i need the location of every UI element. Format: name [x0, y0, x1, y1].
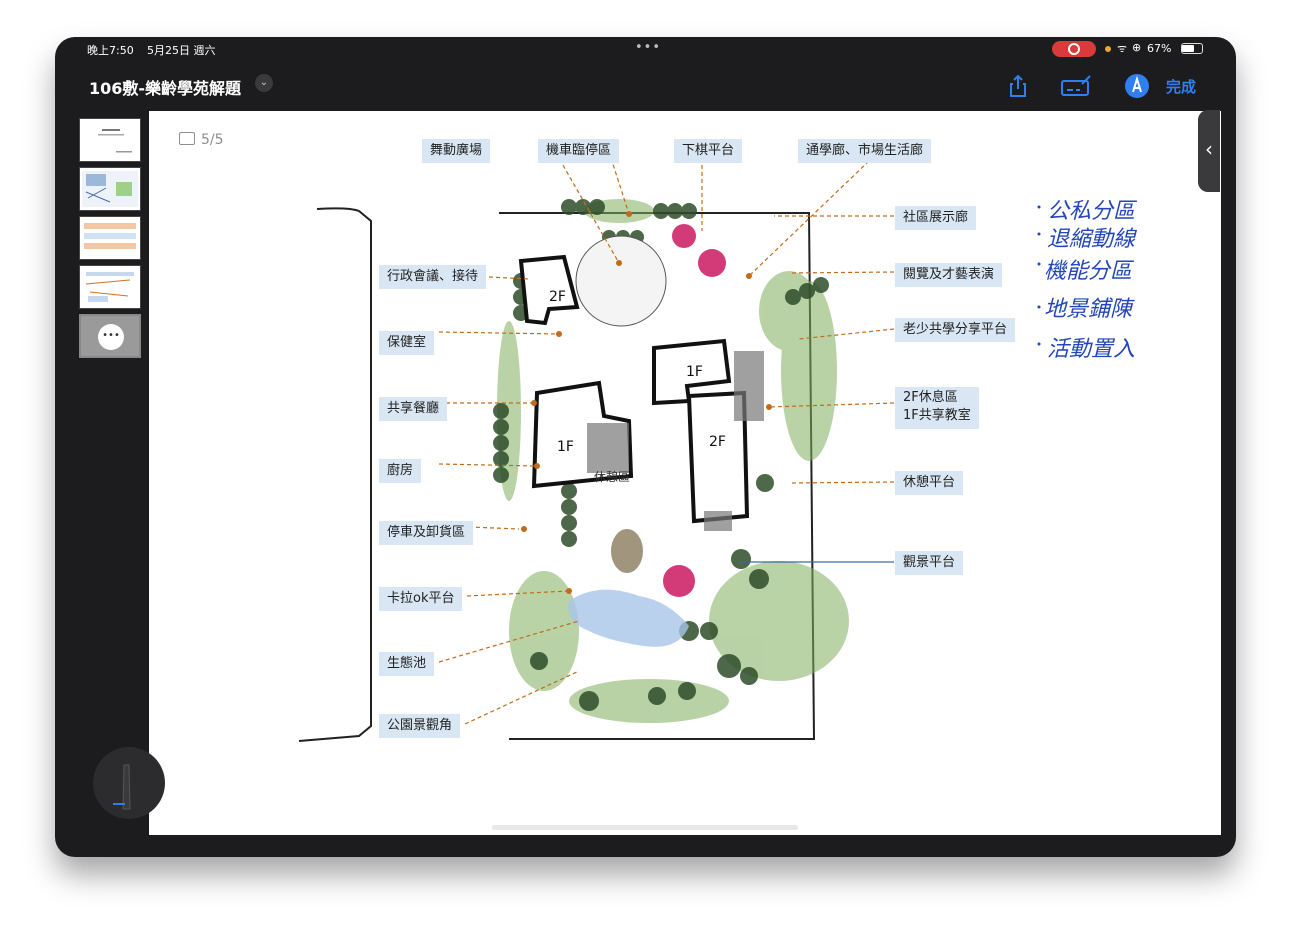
sidebar-toggle-icon	[179, 132, 195, 145]
label-dance-plaza: 舞動廣場	[422, 139, 491, 163]
page-thumbnail-sidebar: •••	[71, 111, 149, 841]
label-park-corner: 公園景觀角	[379, 714, 461, 738]
label-school-corridor: 通學廊、市場生活廊	[798, 139, 932, 163]
pencil-icon	[113, 764, 131, 810]
record-icon	[1068, 43, 1080, 55]
page-thumbnail[interactable]	[79, 216, 141, 260]
chevron-left-icon: ‹	[1205, 137, 1213, 161]
toolbar-toggle-icon[interactable]	[1060, 72, 1092, 100]
floor-mark: 1F	[557, 439, 574, 455]
status-bar: 晚上7:50 5月25日 週六 ••• ᯤ ⊕ 67%	[55, 37, 1236, 61]
status-time: 晚上7:50	[87, 44, 134, 57]
toolbar: 106敷-樂齡學苑解題 ⌄ 完成	[55, 61, 1236, 111]
label-reading-performance: 閱覽及才藝表演	[895, 263, 1003, 287]
battery-percent: 67%	[1147, 42, 1172, 55]
ipad-frame: 晚上7:50 5月25日 週六 ••• ᯤ ⊕ 67% 106敷-樂齡學苑解題 …	[55, 37, 1236, 857]
page-number: 5/5	[201, 132, 224, 148]
label-rest-platform: 休憩平台	[895, 471, 964, 495]
page-thumbnail-selected[interactable]: •••	[79, 314, 141, 358]
mic-indicator-icon	[1105, 46, 1111, 52]
greenery	[497, 199, 849, 723]
page-thumbnail[interactable]	[79, 265, 141, 309]
orientation-lock-icon: ⊕	[1132, 41, 1142, 54]
page-indicator[interactable]: 5/5	[179, 132, 224, 148]
page-thumbnail[interactable]	[79, 167, 141, 211]
thumbnail-preview	[84, 223, 136, 249]
chevron-down-icon[interactable]: ⌄	[255, 74, 273, 92]
label-community-gallery: 社區展示廊	[895, 206, 977, 230]
thumbnail-preview	[98, 129, 132, 153]
floor-marks: 2F 1F 1F 2F	[549, 289, 726, 455]
home-indicator[interactable]	[492, 825, 798, 830]
floor-mark: 2F	[709, 434, 726, 450]
label-karaoke-platform: 卡拉ok平台	[379, 587, 463, 611]
site-plan-sketch: 2F 1F 1F 2F 休憩區	[298, 152, 1041, 742]
handwritten-note[interactable]: 機能分區	[1044, 259, 1133, 284]
document-title[interactable]: 106敷-樂齡學苑解題	[89, 79, 242, 98]
label-kitchen: 廚房	[379, 459, 422, 483]
leader-dots	[521, 211, 772, 594]
label-parking-loading: 停車及卸貨區	[379, 521, 474, 545]
handwritten-note[interactable]: 地景鋪陳	[1044, 297, 1133, 322]
label-line: 1F共享教室	[903, 408, 971, 423]
sketch-text: 休憩區	[594, 469, 630, 484]
label-viewing-platform: 觀景平台	[895, 551, 964, 575]
floor-mark: 2F	[549, 289, 566, 305]
floor-mark: 1F	[686, 364, 703, 380]
battery-icon	[1181, 43, 1203, 54]
pen-tool-icon[interactable]	[1123, 72, 1151, 100]
label-learning-platform: 老少共學分享平台	[895, 318, 1016, 342]
handwritten-note[interactable]: 公私分區	[1047, 199, 1136, 224]
handwritten-note[interactable]: 活動置入	[1047, 337, 1136, 362]
handwritten-note[interactable]: 退縮動線	[1047, 227, 1136, 252]
label-rest-classroom: 2F休息區 1F共享教室	[895, 387, 979, 429]
stairs	[587, 351, 764, 531]
share-icon[interactable]	[1004, 72, 1032, 100]
battery-level	[1182, 45, 1195, 52]
thumbnail-preview	[85, 272, 134, 302]
thumbnail-preview	[82, 171, 138, 207]
label-line: 2F休息區	[903, 390, 958, 405]
pencil-palette-button[interactable]	[93, 747, 165, 819]
wifi-icon: ᯤ	[1117, 42, 1128, 55]
ecological-pond	[568, 589, 689, 647]
label-health-room: 保健室	[379, 331, 435, 355]
status-date: 5月25日 週六	[147, 44, 216, 57]
leader-lines	[438, 152, 895, 725]
flowering-trees	[663, 224, 726, 597]
more-icon[interactable]: •••	[98, 324, 124, 350]
page-thumbnail[interactable]	[79, 118, 141, 162]
label-scooter-parking: 機車臨停區	[538, 139, 620, 163]
bullet-marks	[1037, 205, 1041, 346]
screen-record-indicator[interactable]	[1052, 41, 1096, 57]
label-eco-pond: 生態池	[379, 652, 435, 676]
label-shared-dining: 共享餐廳	[379, 397, 448, 421]
label-admin-meeting: 行政會議、接待	[379, 265, 487, 289]
label-chess-platform: 下棋平台	[674, 139, 743, 163]
multitask-dots[interactable]: •••	[635, 40, 662, 55]
document-page[interactable]: 5/5	[149, 111, 1221, 835]
done-button[interactable]: 完成	[1166, 78, 1197, 96]
side-panel-tab[interactable]: ‹	[1198, 110, 1220, 192]
